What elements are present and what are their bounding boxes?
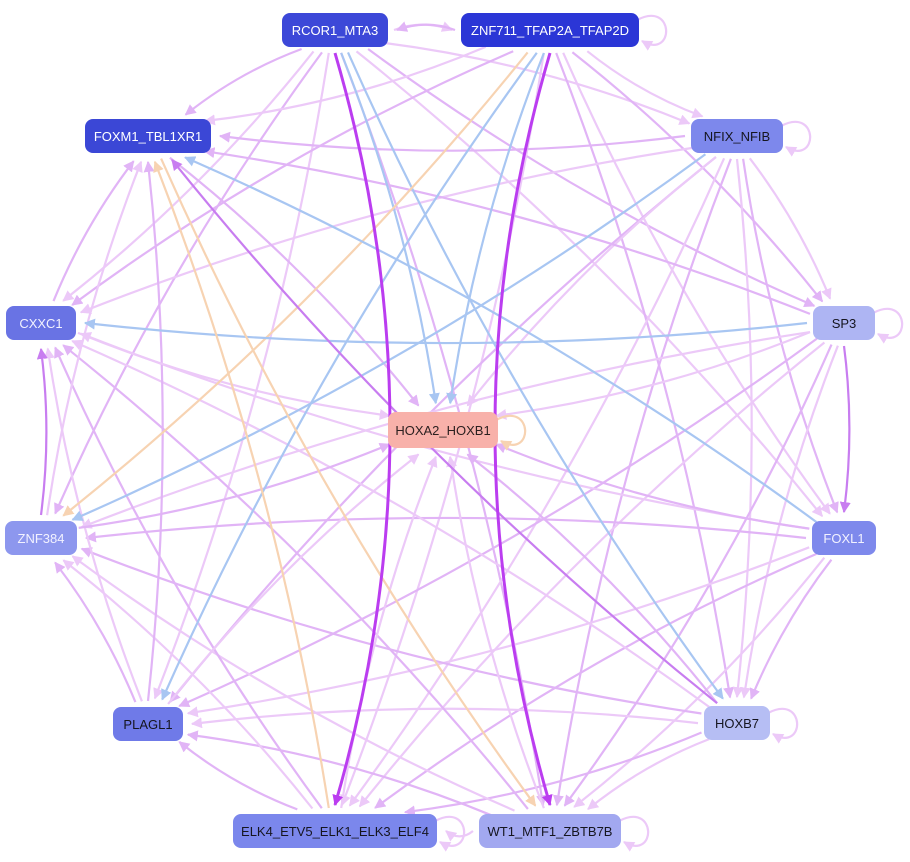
edge-SP3-to-ELK4_ETV5_ELK1_ELK3_ELF4 <box>358 341 826 808</box>
edge-ZNF711_TFAP2A_TFAP2D-to-ZNF384 <box>62 51 529 517</box>
edge-FOXL1-to-ELK4_ETV5_ELK1_ELK3_ELF4 <box>374 552 817 809</box>
edge-SP3-to-FOXL1 <box>839 345 851 514</box>
node-ZNF711_TFAP2A_TFAP2D[interactable]: ZNF711_TFAP2A_TFAP2D <box>461 13 639 47</box>
node-label-CXXC1: CXXC1 <box>19 315 63 331</box>
edge-ZNF711_TFAP2A_TFAP2D-to-HOXB7 <box>555 52 734 699</box>
edge-RCOR1_MTA3-to-FOXL1 <box>355 50 824 518</box>
node-label-WT1_MTF1_ZBTB7B: WT1_MTF1_ZBTB7B <box>487 823 613 839</box>
edge-PLAGL1-to-ZNF384 <box>54 561 137 703</box>
self-loop-HOXA2_HOXB1 <box>495 414 527 451</box>
edge-ZNF711_TFAP2A_TFAP2D-to-RCOR1_MTA3 <box>395 21 456 32</box>
edge-NFIX_NFIB-to-ZNF384 <box>71 153 707 521</box>
edge-ELK4_ETV5_ELK1_ELK3_ELF4-to-FOXM1_TBL1XR1 <box>153 160 330 809</box>
node-CXXC1[interactable]: CXXC1 <box>6 306 76 340</box>
node-label-PLAGL1: PLAGL1 <box>123 716 173 732</box>
self-loop-HOXB7 <box>767 707 799 744</box>
node-HOXB7[interactable]: HOXB7 <box>704 706 770 740</box>
node-label-SP3: SP3 <box>831 315 857 331</box>
edge-ELK4_ETV5_ELK1_ELK3_ELF4-to-CXXC1 <box>54 346 323 809</box>
edge-ELK4_ETV5_ELK1_ELK3_ELF4-to-PLAGL1 <box>178 741 298 811</box>
edge-HOXB7-to-WT1_MTF1_ZBTB7B <box>587 738 710 810</box>
node-PLAGL1[interactable]: PLAGL1 <box>113 707 183 741</box>
edge-NFIX_NFIB-to-FOXL1 <box>742 158 839 514</box>
edge-WT1_MTF1_ZBTB7B-to-CXXC1 <box>62 344 529 810</box>
edge-HOXB7-to-HOXA2_HOXB1 <box>466 453 718 704</box>
self-loop-WT1_MTF1_ZBTB7B <box>618 815 650 852</box>
node-HOXA2_HOXB1[interactable]: HOXA2_HOXB1 <box>388 412 498 448</box>
edge-SP3-to-CXXC1 <box>83 318 808 345</box>
edge-RCOR1_MTA3-to-FOXM1_TBL1XR1 <box>184 47 302 116</box>
node-ZNF384[interactable]: ZNF384 <box>5 521 77 555</box>
edge-HOXB7-to-ELK4_ETV5_ELK1_ELK3_ELF4 <box>403 731 702 817</box>
edge-HOXB7-to-CXXC1 <box>71 339 710 708</box>
node-label-ZNF384: ZNF384 <box>17 530 65 546</box>
node-SP3[interactable]: SP3 <box>813 306 875 340</box>
edge-SP3-to-ZNF384 <box>80 331 811 529</box>
edge-NFIX_NFIB-to-CXXC1 <box>79 146 693 314</box>
edge-FOXL1-to-HOXB7 <box>749 559 833 700</box>
edge-ELK4_ETV5_ELK1_ELK3_ELF4-to-HOXA2_HOXB1 <box>340 455 438 809</box>
node-NFIX_NFIB[interactable]: NFIX_NFIB <box>691 119 783 153</box>
edge-CXXC1-to-HOXA2_HOXB1 <box>77 331 391 420</box>
edge-FOXL1-to-HOXA2_HOXB1 <box>495 442 810 530</box>
edge-WT1_MTF1_ZBTB7B-to-ZNF384 <box>71 555 515 812</box>
edge-SP3-to-HOXA2_HOXB1 <box>495 331 811 420</box>
node-label-ZNF711_TFAP2A_TFAP2D: ZNF711_TFAP2A_TFAP2D <box>471 22 629 38</box>
edge-NFIX_NFIB-to-SP3 <box>748 157 832 300</box>
edge-WT1_MTF1_ZBTB7B-to-ELK4_ETV5_ELK1_ELK3_ELF4 <box>445 830 474 842</box>
node-label-NFIX_NFIB: NFIX_NFIB <box>703 128 771 144</box>
edge-FOXL1-to-PLAGL1 <box>186 546 810 718</box>
node-label-RCOR1_MTA3: RCOR1_MTA3 <box>291 22 379 38</box>
self-loop-SP3 <box>872 307 904 344</box>
edge-NFIX_NFIB-to-FOXM1_TBL1XR1 <box>218 131 686 152</box>
edge-HOXB7-to-ZNF384 <box>80 547 702 715</box>
node-label-HOXB7: HOXB7 <box>714 715 760 731</box>
edge-RCOR1_MTA3-to-CXXC1 <box>62 50 315 302</box>
node-label-HOXA2_HOXB1: HOXA2_HOXB1 <box>395 422 491 438</box>
node-label-ELK4_ETV5_ELK1_ELK3_ELF4: ELK4_ETV5_ELK1_ELK3_ELF4 <box>241 823 429 839</box>
edge-ZNF711_TFAP2A_TFAP2D-to-HOXA2_HOXB1 <box>446 52 545 405</box>
edge-SP3-to-PLAGL1 <box>178 337 818 708</box>
edge-ELK4_ETV5_ELK1_ELK3_ELF4-to-ZNF384 <box>62 559 314 810</box>
edge-ZNF384-to-CXXC1 <box>36 347 48 516</box>
node-RCOR1_MTA3[interactable]: RCOR1_MTA3 <box>282 13 388 47</box>
edge-RCOR1_MTA3-to-HOXA2_HOXB1 <box>340 52 440 405</box>
self-loop-ZNF711_TFAP2A_TFAP2D <box>636 14 668 51</box>
edge-ZNF711_TFAP2A_TFAP2D-to-FOXM1_TBL1XR1 <box>203 45 487 126</box>
edge-ZNF384-to-HOXA2_HOXB1 <box>78 442 391 529</box>
edge-FOXM1_TBL1XR1-to-WT1_MTF1_ZBTB7B <box>160 158 537 807</box>
edge-ZNF711_TFAP2A_TFAP2D-to-PLAGL1 <box>161 52 538 701</box>
edge-CXXC1-to-FOXM1_TBL1XR1 <box>52 160 135 302</box>
edge-NFIX_NFIB-to-HOXB7 <box>732 158 753 699</box>
node-ELK4_ETV5_ELK1_ELK3_ELF4[interactable]: ELK4_ETV5_ELK1_ELK3_ELF4 <box>233 814 437 848</box>
self-loop-NFIX_NFIB <box>780 120 812 157</box>
edge-NFIX_NFIB-to-ELK4_ETV5_ELK1_ELK3_ELF4 <box>348 157 726 807</box>
edge-ZNF711_TFAP2A_TFAP2D-to-SP3 <box>571 51 824 303</box>
node-WT1_MTF1_ZBTB7B[interactable]: WT1_MTF1_ZBTB7B <box>479 814 621 848</box>
edge-SP3-to-WT1_MTF1_ZBTB7B <box>563 344 833 807</box>
edge-PLAGL1-to-HOXA2_HOXB1 <box>167 453 420 705</box>
self-loop-ELK4_ETV5_ELK1_ELK3_ELF4 <box>434 815 466 852</box>
node-label-FOXM1_TBL1XR1: FOXM1_TBL1XR1 <box>93 128 203 144</box>
edge-WT1_MTF1_ZBTB7B-to-PLAGL1 <box>186 730 493 817</box>
edge-FOXL1-to-FOXM1_TBL1XR1 <box>184 156 818 523</box>
edge-FOXL1-to-ZNF384 <box>84 516 807 543</box>
edge-SP3-to-HOXB7 <box>739 345 839 699</box>
node-FOXL1[interactable]: FOXL1 <box>812 521 876 555</box>
edge-RCOR1_MTA3-to-HOXB7 <box>346 51 724 700</box>
node-label-FOXL1: FOXL1 <box>823 530 865 546</box>
edge-ZNF711_TFAP2A_TFAP2D-to-NFIX_NFIB <box>586 50 704 119</box>
node-FOXM1_TBL1XR1[interactable]: FOXM1_TBL1XR1 <box>85 119 211 153</box>
edge-RCOR1_MTA3-to-NFIX_NFIB <box>383 41 691 125</box>
edge-WT1_MTF1_ZBTB7B-to-HOXA2_HOXB1 <box>446 455 545 809</box>
